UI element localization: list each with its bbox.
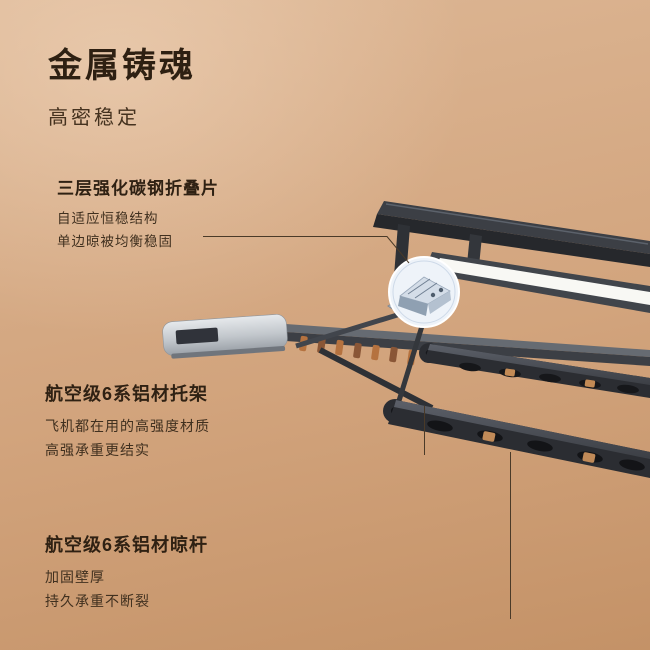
telescopic-rails — [286, 324, 650, 366]
rod-slot — [427, 420, 453, 432]
led-light-panel — [424, 252, 650, 313]
rail-bottom — [286, 332, 650, 366]
callout-title: 三层强化碳钢折叠片 — [57, 179, 219, 198]
steel-ridge — [414, 282, 438, 299]
callout-text-line: 自适应恒稳结构 — [57, 211, 159, 226]
callout-text-line: 飞机都在用的高强度材质 — [45, 418, 210, 434]
page-subtitle: 高密稳定 — [48, 107, 140, 129]
drying-rod-upper — [419, 343, 650, 398]
magnifier-ring — [392, 260, 456, 324]
rod-slot — [527, 440, 553, 452]
callout-drying-rod: 航空级6系铝材晾杆 加固壁厚 持久承重不断裂 — [45, 531, 208, 613]
callout-text-line: 单边晾被均衡稳固 — [57, 234, 173, 249]
rod-top-face — [394, 400, 650, 459]
steel-ridge — [407, 278, 431, 295]
slide-clip — [504, 368, 516, 377]
detail-magnifier — [388, 256, 460, 328]
page-title: 金属铸魂 — [48, 47, 196, 85]
plate-highlight — [385, 203, 649, 245]
slide-clip — [584, 379, 596, 388]
ceiling-mount-plate — [373, 201, 650, 267]
clip-icon — [353, 342, 362, 359]
callout-text-line: 持久承重不断裂 — [45, 593, 150, 609]
brand-label — [175, 327, 219, 345]
support-post — [467, 234, 482, 266]
clip-icon — [335, 339, 344, 356]
drying-rod-lower — [383, 399, 650, 478]
plate-top-face — [377, 201, 650, 254]
leader-lines — [203, 236, 511, 619]
plate-front-face — [373, 214, 650, 267]
steel-front-face — [398, 296, 428, 316]
folded-steel-detail-icon — [398, 276, 451, 316]
callout-text-line: 高强承重更结实 — [45, 442, 150, 458]
callout-folding-plate: 三层强化碳钢折叠片 自适应恒稳结构 单边晾被均衡稳固 — [57, 174, 219, 253]
rod-slot — [539, 373, 561, 383]
rod-slot — [619, 459, 645, 471]
headline-block: 金属铸魂 高密稳定 — [48, 38, 196, 130]
arm — [318, 347, 434, 411]
clip-icon — [371, 344, 380, 361]
rod-slot — [617, 384, 639, 394]
callout-text-line: 加固壁厚 — [45, 569, 105, 585]
callout-title: 航空级6系铝材托架 — [45, 384, 209, 404]
machine-base — [171, 345, 286, 359]
steel-side-face — [428, 291, 451, 314]
callout-title: 航空级6系铝材晾杆 — [45, 535, 209, 555]
led-light-face — [434, 258, 650, 305]
rod-top-face — [428, 344, 650, 385]
clip-icon — [389, 346, 398, 363]
screw-icon — [438, 287, 444, 293]
leader-line-folding-plate — [203, 236, 410, 264]
slide-clip — [582, 452, 596, 463]
slide-clip — [482, 431, 496, 442]
callout-bracket: 航空级6系铝材托架 飞机都在用的高强度材质 高强承重更结实 — [45, 380, 210, 462]
screw-icon — [430, 292, 436, 298]
machine-body — [162, 314, 288, 359]
rail-top — [286, 324, 650, 357]
rod-slot — [459, 362, 481, 372]
